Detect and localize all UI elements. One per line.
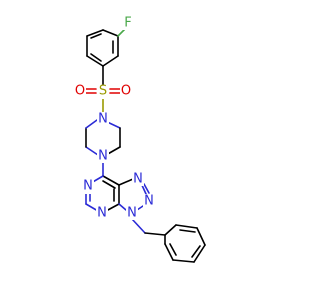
- oxygen-atom-label-left: O: [75, 84, 85, 99]
- pyrimidine-nitrogen-bottom-label: N: [97, 206, 107, 221]
- triazole-nitrogen-right-label: N: [144, 194, 154, 209]
- benzyl-group: [131, 218, 206, 263]
- sulfur-atom-label: S: [99, 84, 107, 99]
- oxygen-atom-label-right: O: [121, 84, 131, 99]
- molecule-structure-diagram: F S O O N N N N N N N: [74, 16, 206, 263]
- pyrimidine-nitrogen-top-label: N: [83, 179, 93, 194]
- triazole-nitrogen-bottom-label: N: [127, 206, 137, 221]
- atom-labels: F S O O N N N N N N N: [74, 16, 155, 221]
- triazole-nitrogen-top-label: N: [133, 172, 143, 187]
- piperazine-nitrogen-bottom-label: N: [98, 149, 108, 164]
- piperazine-nitrogen-top-label: N: [98, 112, 108, 127]
- fluorophenyl-ring: [86, 27, 127, 67]
- fluorine-atom-label: F: [124, 16, 131, 31]
